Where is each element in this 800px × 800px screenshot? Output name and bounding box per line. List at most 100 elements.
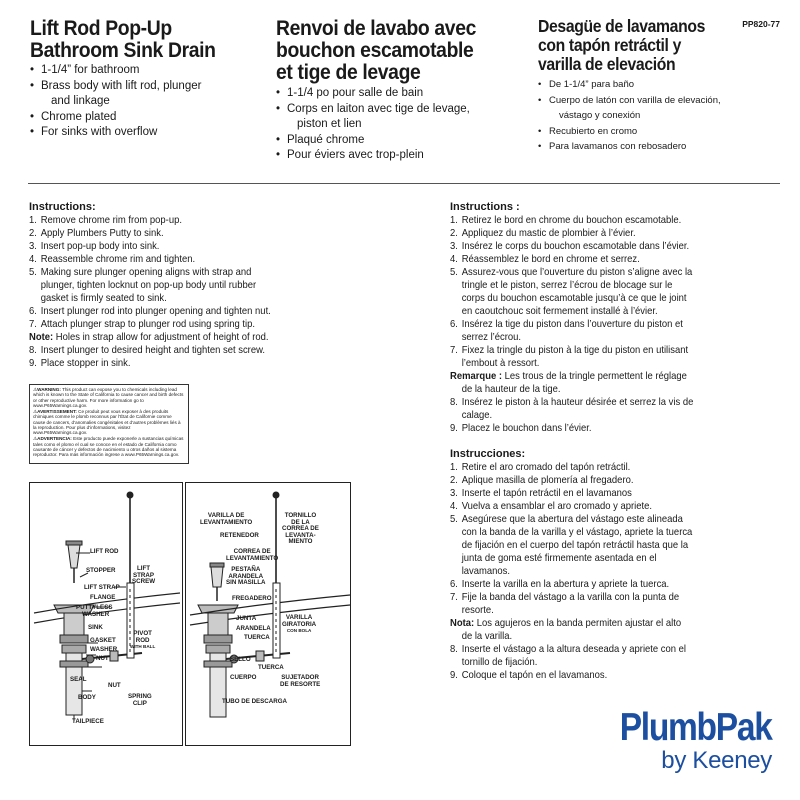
instruction-step: 5.Asegúrese que la abertura del vástago … (450, 513, 692, 578)
instruction-step: 1.Retirez le bord en chrome du bouchon e… (450, 214, 693, 227)
step-number: 5. (29, 266, 37, 278)
step-text: Retire el aro cromado del tapón retrácti… (461, 461, 631, 473)
french-header: Renvoi de lavabo avec bouchon escamotabl… (276, 17, 498, 164)
feature-text: Chrome plated (41, 110, 117, 123)
feature-text: Plaqué chrome (287, 133, 365, 146)
instruction-step: 9.Placez le bouchon dans l’évier. (450, 422, 693, 435)
feature-item: Pour éviers avec trop-plein (276, 148, 498, 164)
step-number: 8. (29, 344, 37, 356)
feature-item: 1-1/4 po pour salle de bain (276, 86, 498, 102)
step-text: Attach plunger strap to plunger rod usin… (40, 318, 256, 330)
label-line: LEVANTAMIENTO (226, 554, 279, 562)
english-steps: 1.Remove chrome rim from pop-up.2.Apply … (29, 214, 298, 370)
step-text: Asegúrese que la abertura del vástago es… (461, 513, 683, 525)
instruction-step: 9.Coloque el tapón en el lavamanos. (450, 669, 692, 682)
step-text-continued: serrez l’écrou. (461, 331, 522, 343)
label-sink: SINK (88, 624, 103, 631)
step-text: Los agujeros en la banda permiten ajusta… (476, 617, 682, 629)
label-line: PESTAÑA (231, 566, 261, 573)
spanish-title-line: con tapón retráctil y (538, 35, 681, 55)
label-line: ARANDELA (228, 572, 264, 580)
label-washer: WASHER (90, 646, 118, 653)
step-text: Holes in strap allow for adjustment of h… (55, 331, 269, 343)
step-text-continued: tornillo de fijación. (461, 656, 538, 668)
instruction-note: Note: Holes in strap allow for adjustmen… (29, 331, 271, 344)
spanish-title: Desagüe de lavamanos con tapón retráctil… (538, 17, 705, 74)
instruction-step: 4.Réassemblez le bord en chrome et serre… (450, 253, 693, 266)
feature-text-continued: vástago y conexión (559, 110, 641, 121)
step-text: Insérez le corps du bouchon escamotable … (461, 240, 690, 252)
label-pivot-rod: PIVOT ROD WITH BALL (130, 630, 156, 651)
label-correa-de-levantamiento: CORREA DE LEVANTAMIENTO (226, 548, 279, 562)
step-number: 6. (450, 318, 458, 330)
feature-text: Recubierto en cromo (549, 125, 638, 137)
label-line: CON BOLA (286, 628, 312, 633)
french-feature-list: 1-1/4 po pour salle de bainCorps en lait… (276, 86, 498, 164)
instruction-step: 3.Insérez le corps du bouchon escamotabl… (450, 240, 693, 253)
instruction-step: 3.Insert pop-up body into sink. (29, 240, 271, 253)
step-text: Insérez le piston à la hauteur désirée e… (461, 396, 694, 408)
english-title: Lift Rod Pop-Up Bathroom Sink Drain (30, 17, 216, 61)
step-number: 3. (29, 240, 37, 252)
label-nut-2: NUT (108, 682, 121, 689)
label-line: CORREA DE (282, 525, 319, 532)
label-body: BODY (78, 694, 96, 701)
feature-text: Para lavamanos con rebosadero (549, 141, 687, 152)
label-line: STRAP (133, 571, 154, 579)
label-line: SIN MASILLA (226, 579, 266, 586)
step-number: 6. (29, 305, 37, 317)
plumbpak-logo: PlumbPak by Keeney (595, 708, 773, 774)
instruction-note: Nota: Los agujeros en la banda permiten … (450, 617, 692, 643)
label-seal: SEAL (70, 676, 87, 683)
feature-item: De 1-1/4” para baño (538, 77, 724, 93)
step-text: Reassemble chrome rim and tighten. (40, 253, 196, 265)
step-number: 3. (450, 487, 458, 499)
step-number: 9. (450, 422, 458, 434)
label-lift-strap: LIFT STRAP (84, 584, 120, 591)
warning-text-es: Este producto puede exponerle a sustanci… (33, 436, 184, 458)
step-text: Place stopper in sink. (40, 357, 131, 369)
step-number: 9. (29, 357, 37, 369)
label-line: SUJETADOR (281, 674, 319, 681)
instruction-step: 7.Fije la banda del vástago a la varilla… (450, 591, 692, 617)
instruction-step: 9.Place stopper in sink. (29, 357, 271, 370)
step-number: 4. (450, 253, 458, 265)
feature-item: Plaqué chrome (276, 133, 498, 149)
instruction-step: 1.Retire el aro cromado del tapón retrác… (450, 461, 692, 474)
step-text: Coloque el tapón en el lavamanos. (461, 669, 608, 681)
step-number: 5. (450, 513, 458, 525)
step-text: Placez le bouchon dans l’évier. (461, 422, 592, 434)
label-cuerpo: CUERPO (230, 674, 257, 681)
label-gasket: GASKET (90, 637, 116, 644)
step-text: Making sure plunger opening aligns with … (40, 266, 252, 278)
step-number: 6. (450, 578, 458, 590)
label-line: WITH BALL (130, 644, 156, 649)
step-number: 2. (450, 227, 458, 239)
step-number: 2. (450, 474, 458, 486)
english-parts-diagram: LIFT ROD STOPPER LIFT STRAP SCREW LIFT S… (29, 482, 183, 746)
label-line: SPRING (128, 693, 152, 700)
step-text: Appliquez du mastic de plombier à l’évie… (461, 227, 636, 239)
warning-text-en: This product can expose you to chemicals… (33, 387, 184, 408)
spanish-steps: 1.Retire el aro cromado del tapón retrác… (450, 461, 719, 682)
label-tuerca-2: TUERCA (258, 664, 284, 671)
label-sello: SELLO (230, 656, 251, 663)
label-retenedor: RETENEDOR (220, 532, 259, 539)
step-number: 7. (450, 591, 458, 603)
feature-text-continued: piston et lien (297, 118, 362, 130)
step-text-continued: l’embout à ressort. (461, 357, 540, 369)
step-text: Insérez la tige du piston dans l’ouvertu… (461, 318, 683, 330)
step-text-continued: en caoutchouc soit fermement installé à … (461, 305, 658, 317)
french-title-line: bouchon escamotable (276, 38, 474, 62)
instruction-step: 8.Inserte el vástago a la altura deseada… (450, 643, 692, 669)
step-number: Remarque : (450, 370, 502, 382)
label-line: DE LA (291, 518, 310, 526)
feature-text: Brass body with lift rod, plunger (41, 79, 202, 92)
drain-assembly-illustration (33, 491, 181, 721)
instruction-step: 2.Appliquez du mastic de plombier à l’év… (450, 227, 693, 240)
feature-text: Corps en laiton avec tige de levage, (287, 102, 470, 115)
feature-item: For sinks with overflow (30, 125, 236, 141)
step-text-continued: de fijación en el cuerpo del tapón retrá… (461, 539, 689, 551)
warning-triangle-icon: ⚠ (33, 408, 38, 414)
step-text-continued: gasket is firmly seated to sink. (40, 292, 167, 304)
